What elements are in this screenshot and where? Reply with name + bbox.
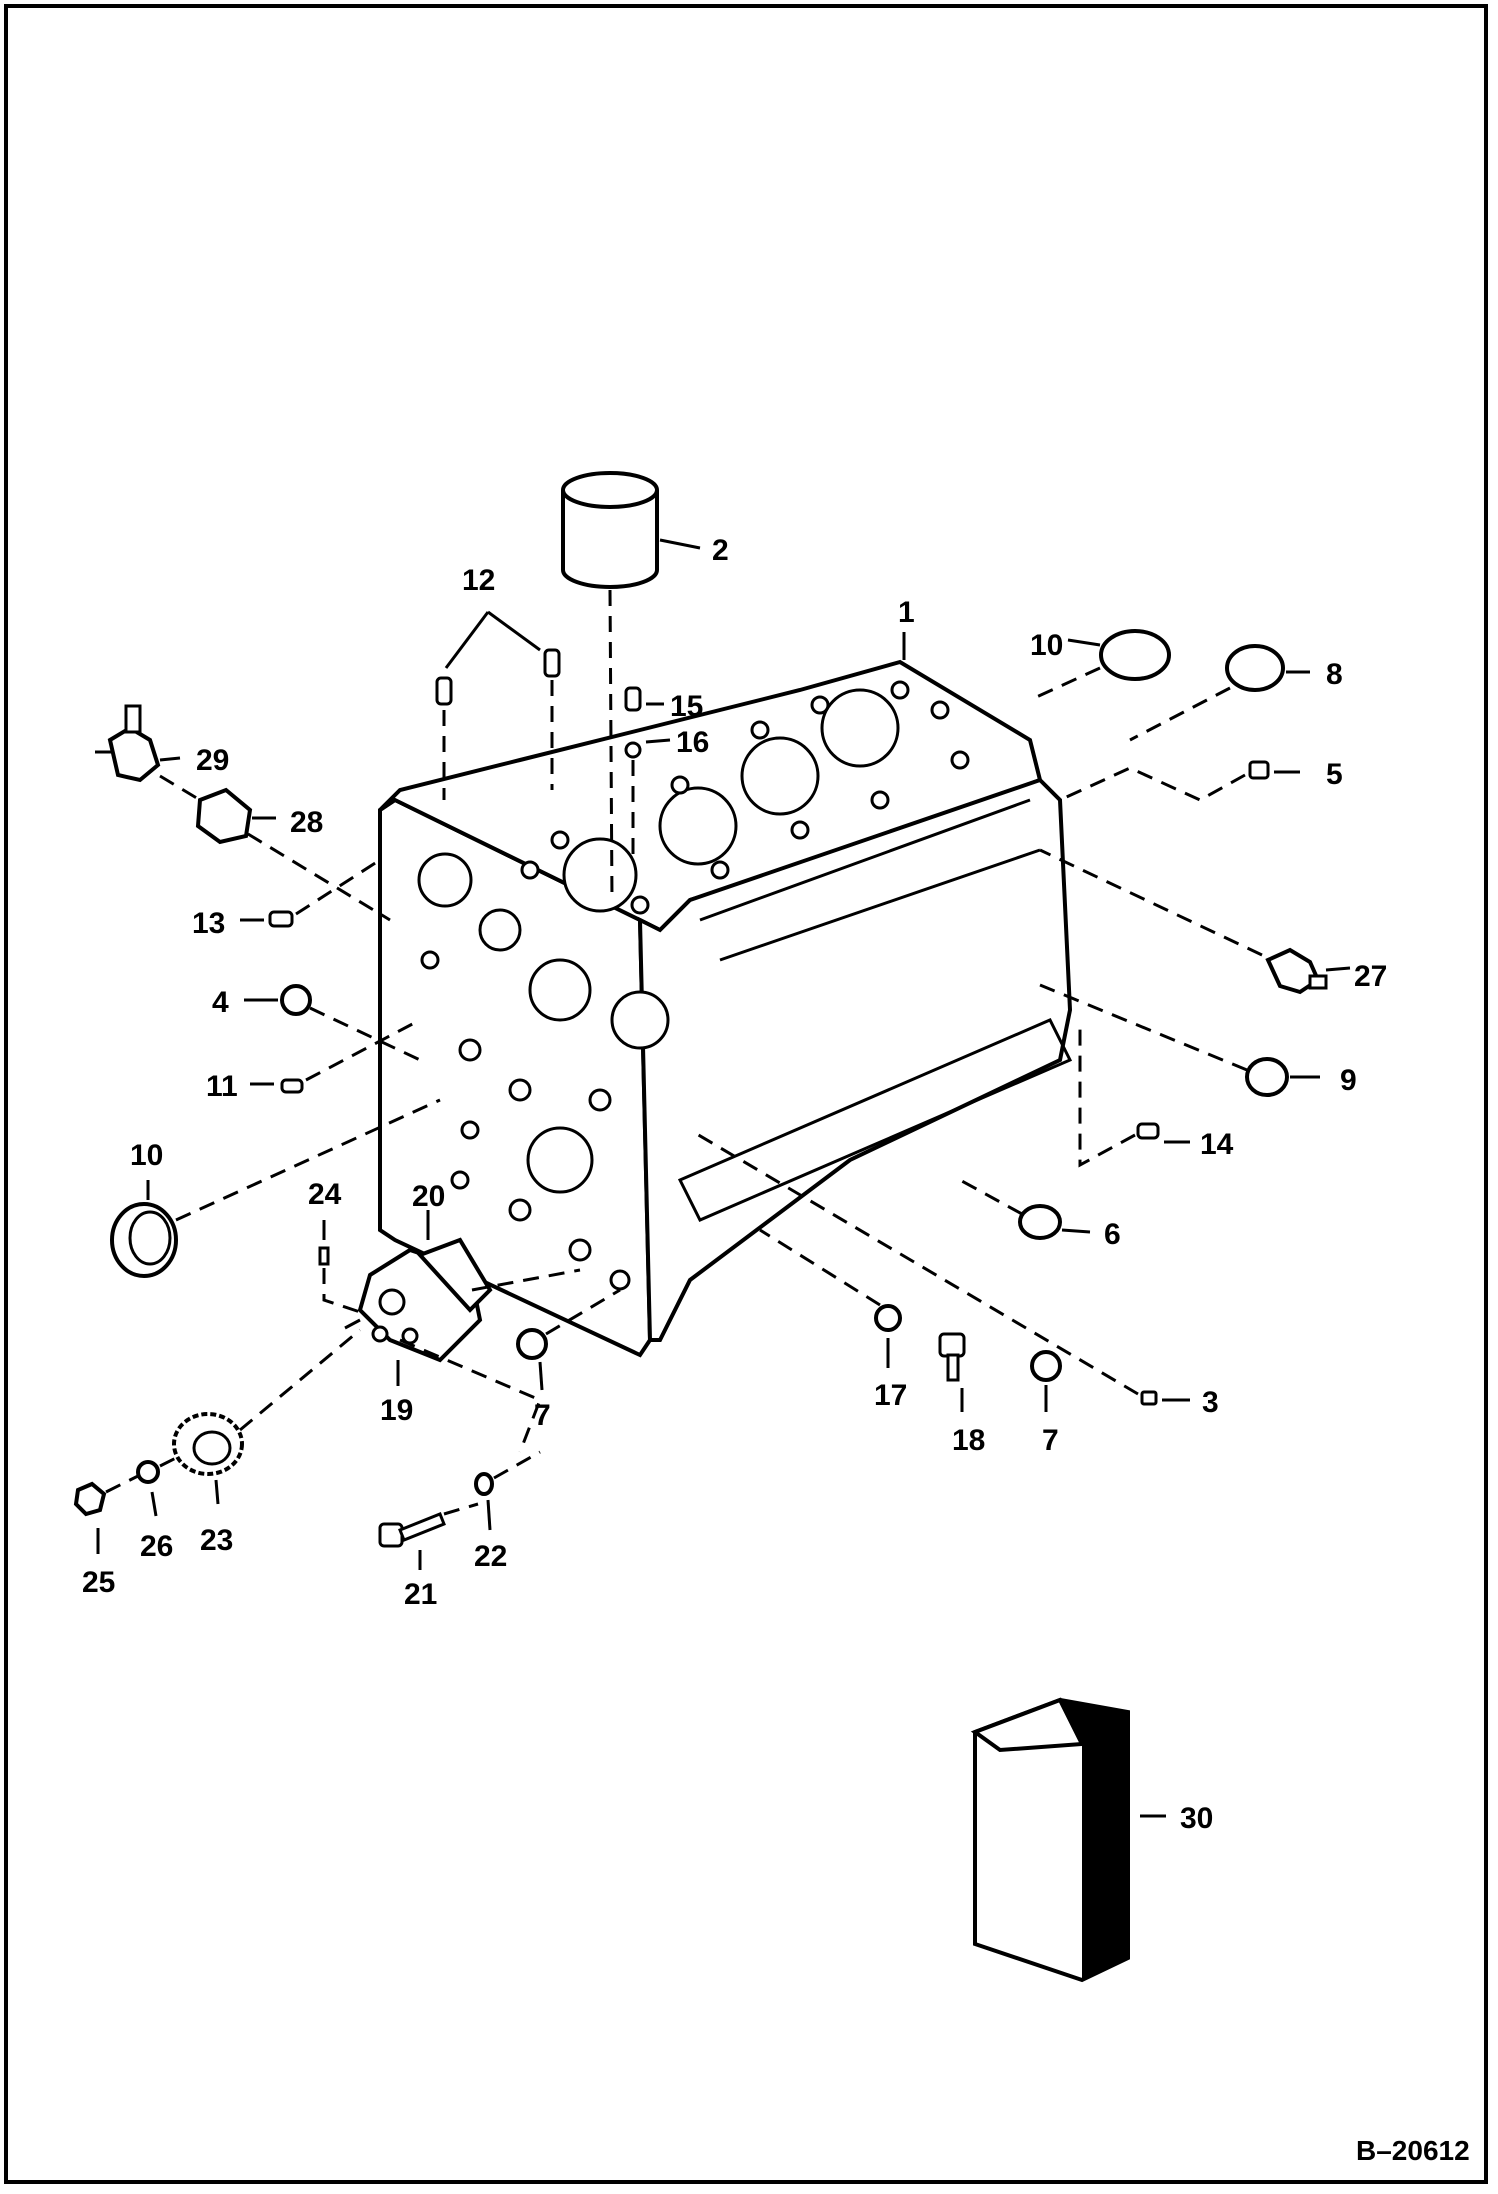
pin-14 bbox=[1078, 1020, 1190, 1168]
oil-jet-and-ring bbox=[624, 686, 671, 860]
callout-7-right: 7 bbox=[1042, 1424, 1059, 1457]
callout-11: 11 bbox=[206, 1070, 238, 1103]
fitting-28 bbox=[159, 774, 391, 922]
oil-pressure-switch bbox=[95, 704, 181, 783]
callout-7-left: 7 bbox=[534, 1399, 551, 1432]
callout-13: 13 bbox=[192, 907, 225, 940]
callout-5: 5 bbox=[1326, 758, 1343, 791]
callout-25: 25 bbox=[82, 1566, 115, 1599]
callout-29: 29 bbox=[196, 744, 229, 777]
plug-3 bbox=[689, 1128, 1190, 1406]
callout-16: 16 bbox=[676, 726, 709, 759]
plug-8 bbox=[1129, 644, 1310, 742]
callout-14: 14 bbox=[1200, 1128, 1234, 1161]
callout-23: 23 bbox=[200, 1524, 233, 1557]
expansion-plug-top bbox=[1029, 629, 1171, 702]
callout-2: 2 bbox=[712, 534, 729, 567]
callout-6: 6 bbox=[1104, 1218, 1121, 1251]
callout-26: 26 bbox=[140, 1530, 173, 1563]
gasket-kit-box bbox=[970, 1697, 1166, 1983]
pin-13 bbox=[240, 858, 381, 928]
callout-8: 8 bbox=[1326, 658, 1343, 691]
callout-27: 27 bbox=[1354, 960, 1387, 993]
temperature-sensor bbox=[1039, 848, 1351, 995]
bolt-18 bbox=[938, 1332, 966, 1412]
callout-18: 18 bbox=[952, 1424, 985, 1457]
leader-2 bbox=[659, 538, 701, 550]
plug-5 bbox=[1059, 760, 1300, 802]
callout-10-left: 10 bbox=[130, 1139, 163, 1172]
pin-24 bbox=[318, 1220, 361, 1314]
plug-6 bbox=[959, 1178, 1091, 1240]
callout-19: 19 bbox=[380, 1394, 413, 1427]
callout-22: 22 bbox=[474, 1540, 507, 1573]
callout-10-top: 10 bbox=[1030, 629, 1063, 662]
callout-1: 1 bbox=[898, 596, 915, 629]
callout-20: 20 bbox=[412, 1180, 445, 1213]
dowel-pins bbox=[435, 610, 561, 800]
plug-4 bbox=[244, 984, 421, 1062]
diagram-frame bbox=[4, 4, 1488, 2184]
callout-12: 12 bbox=[462, 564, 495, 597]
oil-pump bbox=[344, 1210, 581, 1453]
washer-26 bbox=[136, 1454, 181, 1517]
callout-9: 9 bbox=[1340, 1064, 1357, 1097]
bolt-21 bbox=[378, 1502, 479, 1570]
washer-22 bbox=[474, 1450, 541, 1531]
washer-17 bbox=[759, 1228, 902, 1368]
callout-30: 30 bbox=[1180, 1802, 1213, 1835]
callout-4: 4 bbox=[212, 986, 229, 1019]
callout-21: 21 bbox=[404, 1578, 437, 1611]
callout-3: 3 bbox=[1202, 1386, 1219, 1419]
expansion-plug-left bbox=[110, 1098, 441, 1278]
cylinder-liner bbox=[561, 471, 659, 589]
callout-28: 28 bbox=[290, 806, 323, 839]
pin-11 bbox=[250, 1018, 421, 1094]
nut-25 bbox=[73, 1474, 139, 1554]
callout-24: 24 bbox=[308, 1178, 342, 1211]
seal-9 bbox=[1039, 983, 1320, 1097]
callout-15: 15 bbox=[670, 690, 703, 723]
document-number: B–20612 bbox=[1356, 2135, 1470, 2166]
callout-17: 17 bbox=[874, 1379, 907, 1412]
plug-7-right bbox=[1030, 1350, 1062, 1412]
pump-gear bbox=[172, 1328, 361, 1505]
engine-block bbox=[378, 659, 1073, 1358]
plug-7-left bbox=[516, 1288, 621, 1391]
